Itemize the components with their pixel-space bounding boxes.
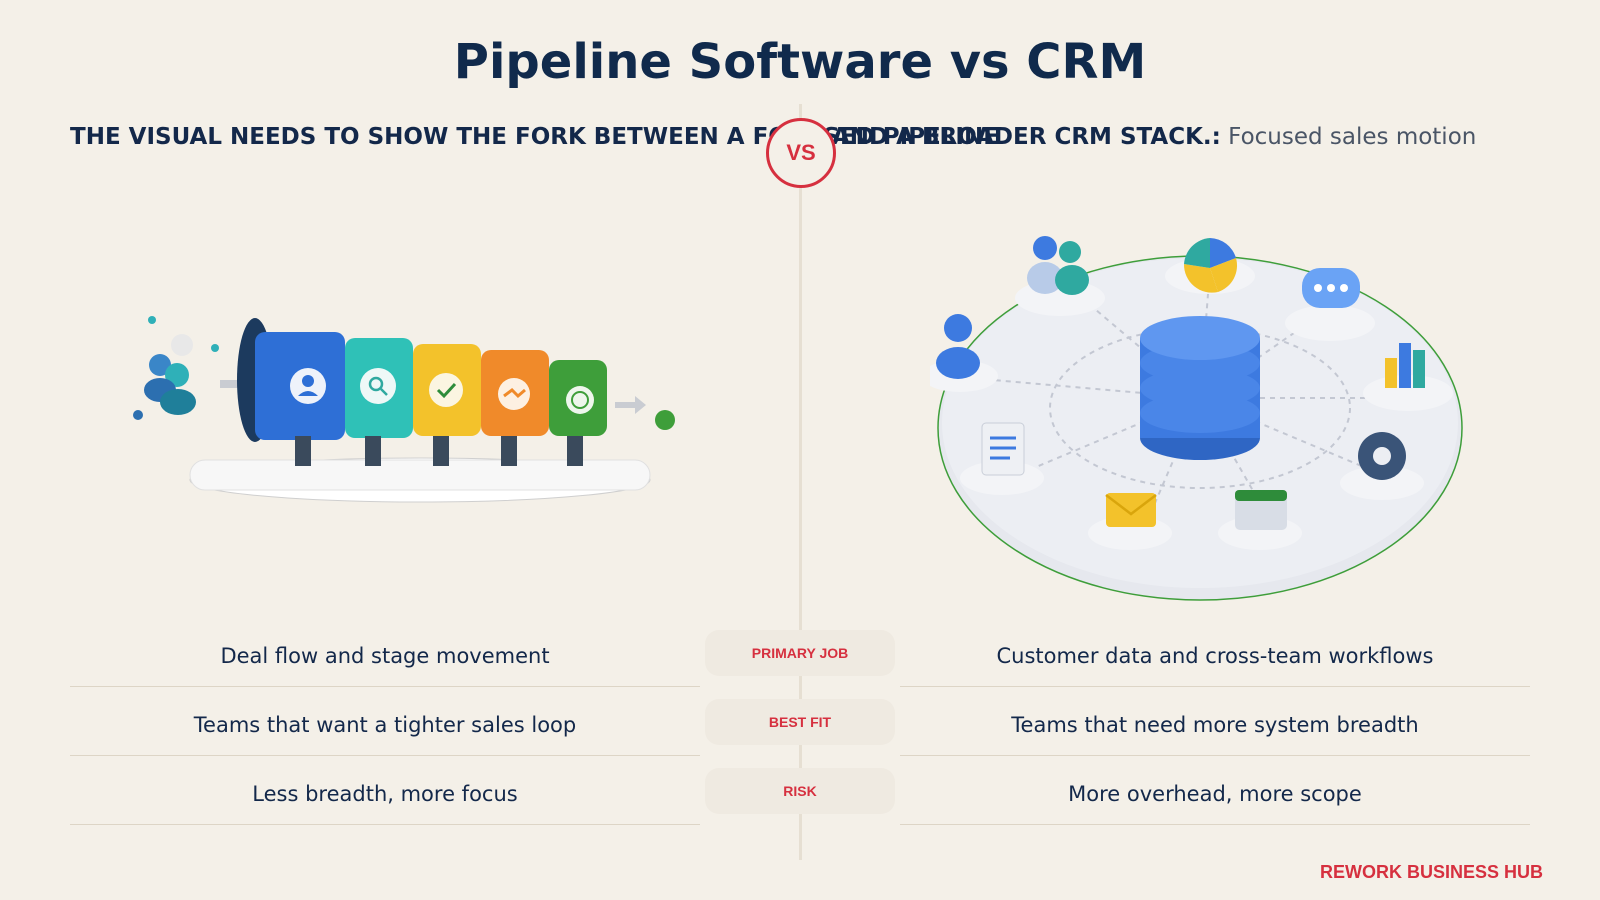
document-icon [960, 422, 1044, 495]
pipeline-illustration [133, 316, 675, 503]
database-icon [1140, 316, 1260, 460]
brand-footer: REWORK BUSINESS HUB [1319, 862, 1543, 882]
row-label-risk: RISK [705, 768, 895, 814]
right-subheading-light: Focused sales motion [1228, 124, 1477, 150]
pipe-legs [295, 436, 583, 466]
row-best-fit-left: Teams that want a tighter sales loop [193, 713, 577, 737]
row-primary-job-right: Customer data and cross-team workflows [996, 644, 1434, 668]
gear-icon [1340, 432, 1424, 500]
row-divider [70, 686, 700, 687]
badge-icon [566, 386, 594, 414]
row-divider [900, 755, 1530, 756]
right-subheading-bold: AND A BROADER CRM STACK.: [832, 124, 1221, 150]
row-label-best-fit: BEST FIT [705, 699, 895, 745]
bar-chart-icon [1363, 343, 1453, 411]
pie-chart-icon [1165, 238, 1255, 294]
page-title: Pipeline Software vs CRM [453, 34, 1147, 90]
contacts-icon [1015, 236, 1105, 316]
row-primary-job-left: Deal flow and stage movement [220, 644, 550, 668]
row-divider [70, 755, 700, 756]
right-subheading: AND A BROADER CRM STACK.: Focused sales … [832, 124, 1476, 150]
row-divider [900, 686, 1530, 687]
pipeline-base-rim [189, 459, 651, 491]
people-icon [133, 316, 219, 420]
row-best-fit-right: Teams that need more system breadth [1011, 713, 1419, 737]
user-icon [930, 314, 998, 392]
row-divider [70, 824, 700, 825]
chat-icon [1285, 268, 1375, 341]
row-label-primary-job: PRIMARY JOB [705, 630, 895, 676]
check-icon [429, 373, 463, 407]
row-divider [900, 824, 1530, 825]
vs-badge: VS [766, 118, 836, 188]
left-subheading: THE VISUAL NEEDS TO SHOW THE FORK BETWEE… [70, 124, 999, 150]
email-icon [1088, 493, 1172, 550]
output-arrow-icon [615, 396, 646, 414]
center-divider [799, 104, 802, 860]
row-risk-right: More overhead, more scope [1068, 782, 1362, 806]
calendar-icon [1218, 490, 1302, 550]
crm-hub-illustration [930, 236, 1463, 601]
search-icon [360, 368, 396, 404]
row-risk-left: Less breadth, more focus [252, 782, 518, 806]
